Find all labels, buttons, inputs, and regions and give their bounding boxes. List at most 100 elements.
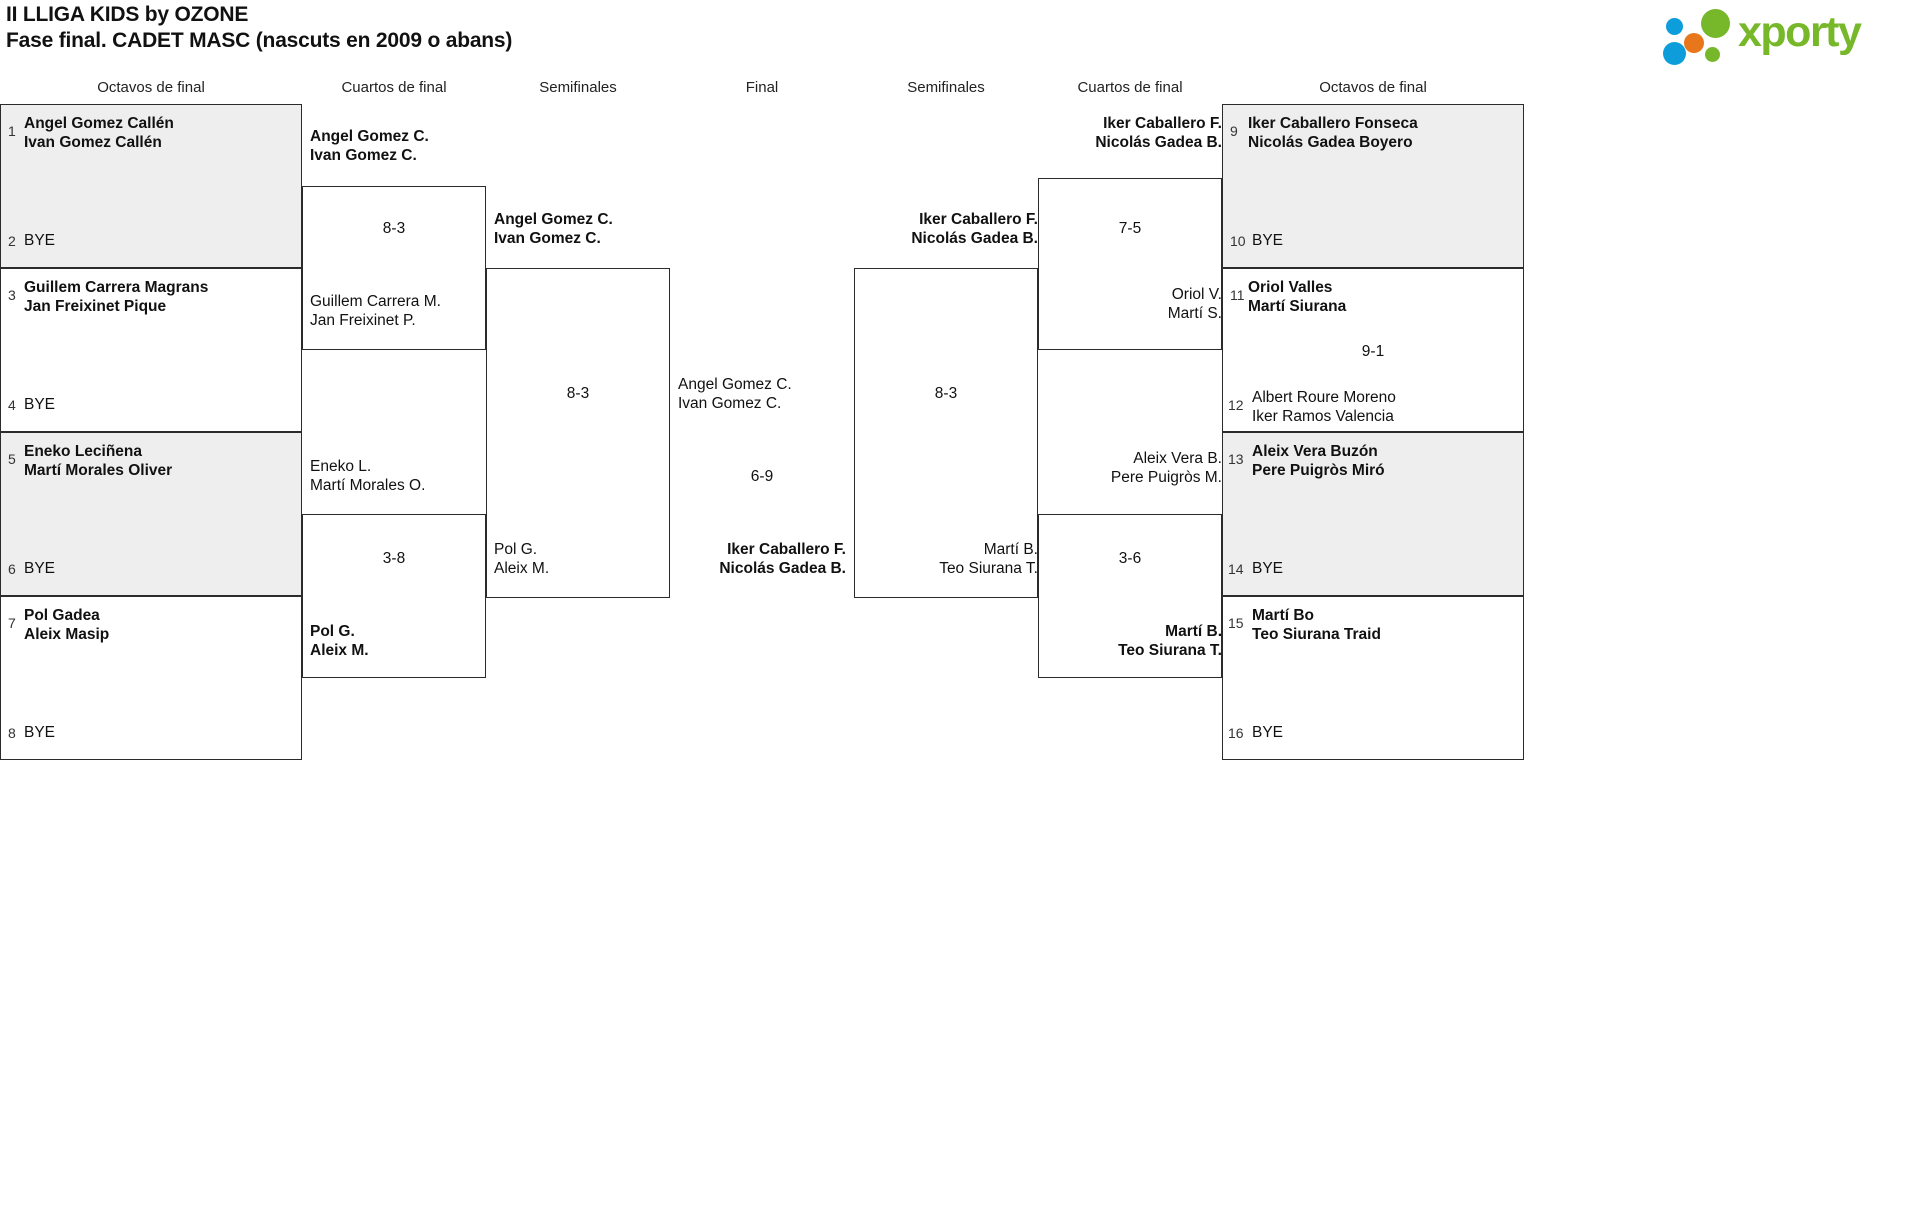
logo-dot-blue-large <box>1663 42 1686 65</box>
player-name: Martí Morales Oliver <box>24 462 173 479</box>
round-heading-left-qf: Cuartos de final <box>341 79 447 96</box>
player-name: Nicolás Gadea B. <box>911 230 1038 247</box>
bye-label: BYE <box>1252 724 1284 741</box>
round-heading-left-sf: Semifinales <box>539 79 617 96</box>
seed-number: 15 <box>1228 615 1244 631</box>
seed-number: 1 <box>8 123 16 139</box>
player-name: Pol Gadea <box>24 607 100 624</box>
player-name: Pere Puigròs M. <box>1110 469 1222 486</box>
qf-cell-right-bottom[interactable] <box>1038 514 1222 678</box>
player-name: Aleix M. <box>310 642 369 659</box>
sf-cell-right[interactable] <box>854 268 1038 598</box>
player-name: Teo Siurana Traid <box>1252 626 1381 643</box>
player-name: Nicolás Gadea B. <box>1095 134 1222 151</box>
r16-box-right-4[interactable] <box>1222 596 1524 760</box>
player-name: Jan Freixinet Pique <box>24 298 167 315</box>
r16-box-left-1[interactable] <box>0 104 302 268</box>
finalist-name: Ivan Gomez C. <box>678 395 782 412</box>
seed-number: 4 <box>8 397 16 413</box>
logo-dot-blue-small <box>1666 18 1683 35</box>
player-name: Iker Caballero Fonseca <box>1248 115 1418 132</box>
player-name: Angel Gomez C. <box>494 211 613 228</box>
champion-name: Nicolás Gadea B. <box>719 560 846 577</box>
r16-box-right-3[interactable] <box>1222 432 1524 596</box>
match-score: 9-1 <box>1361 343 1385 360</box>
seed-number: 11 <box>1230 287 1245 303</box>
player-name: Aleix Vera Buzón <box>1252 443 1378 460</box>
seed-number: 5 <box>8 451 16 467</box>
bye-label: BYE <box>24 396 56 413</box>
player-name: Iker Caballero F. <box>1103 115 1222 132</box>
match-score: 7-5 <box>1118 220 1142 237</box>
logo-wordmark: xporty <box>1738 8 1862 56</box>
match-score: 3-8 <box>382 550 406 567</box>
seed-number: 16 <box>1228 725 1244 741</box>
player-name: Teo Siurana T. <box>939 560 1038 577</box>
page-subtitle: Fase final. CADET MASC (nascuts en 2009 … <box>6 29 513 52</box>
r16-box-left-4[interactable] <box>0 596 302 760</box>
r16-box-left-2[interactable] <box>0 268 302 432</box>
logo-dot-green-large <box>1701 9 1730 38</box>
match-score: 8-3 <box>382 220 406 237</box>
round-heading-left-r16: Octavos de final <box>97 79 205 96</box>
logo-dot-green-small <box>1705 47 1720 62</box>
player-name: Ivan Gomez Callén <box>24 134 162 151</box>
xporty-logo[interactable]: xporty <box>1660 4 1910 65</box>
player-name: Eneko Leciñena <box>24 443 143 460</box>
qf-cell-right-top[interactable] <box>1038 178 1222 350</box>
seed-number: 7 <box>8 615 16 631</box>
player-name: Eneko L. <box>310 458 372 475</box>
round-heading-right-qf: Cuartos de final <box>1077 79 1183 96</box>
seed-number: 10 <box>1230 233 1246 249</box>
player-name: Guillem Carrera Magrans <box>24 279 209 296</box>
player-name: Iker Ramos Valencia <box>1252 408 1394 425</box>
finalist-name: Angel Gomez C. <box>678 376 792 393</box>
player-name: Jan Freixinet P. <box>310 312 416 329</box>
seed-number: 6 <box>8 561 16 577</box>
player-name: Oriol V. <box>1171 286 1222 303</box>
bye-label: BYE <box>1252 560 1284 577</box>
player-name: Martí Bo <box>1252 607 1314 624</box>
logo-dot-orange <box>1684 33 1704 53</box>
match-score: 3-6 <box>1118 550 1142 567</box>
seed-number: 8 <box>8 725 16 741</box>
player-name: Aleix Vera B. <box>1133 450 1222 467</box>
player-name: Martí Morales O. <box>310 477 426 494</box>
player-name: Nicolás Gadea Boyero <box>1248 134 1413 151</box>
qf-cell-left-top[interactable] <box>302 186 486 350</box>
seed-number: 9 <box>1230 123 1238 139</box>
player-name: Ivan Gomez C. <box>310 147 417 164</box>
seed-number: 12 <box>1228 397 1244 413</box>
bye-label: BYE <box>24 724 56 741</box>
player-name: Aleix Masip <box>24 626 110 643</box>
player-name: Oriol Valles <box>1248 279 1333 296</box>
seed-number: 2 <box>8 233 16 249</box>
round-heading-right-r16: Octavos de final <box>1319 79 1427 96</box>
player-name: Pere Puigròs Miró <box>1252 462 1385 479</box>
player-name: Albert Roure Moreno <box>1252 389 1396 406</box>
player-name: Guillem Carrera M. <box>310 293 441 310</box>
r16-box-right-2[interactable] <box>1222 268 1524 432</box>
round-heading-final: Final <box>745 79 779 96</box>
bye-label: BYE <box>24 560 56 577</box>
match-score: 8-3 <box>566 385 590 402</box>
player-name: Angel Gomez Callén <box>24 115 174 132</box>
qf-cell-left-bottom[interactable] <box>302 514 486 678</box>
match-score: 8-3 <box>934 385 958 402</box>
sf-cell-left[interactable] <box>486 268 670 598</box>
player-name: Pol G. <box>494 541 538 558</box>
player-name: Iker Caballero F. <box>919 211 1038 228</box>
tournament-title-block: II LLIGA KIDS by OZONE Fase final. CADET… <box>6 2 512 54</box>
final-score: 6-9 <box>750 468 774 485</box>
seed-number: 14 <box>1228 561 1244 577</box>
r16-box-left-3[interactable] <box>0 432 302 596</box>
round-heading-right-sf: Semifinales <box>907 79 985 96</box>
player-name: Aleix M. <box>494 560 550 577</box>
player-name: Pol G. <box>310 623 355 640</box>
player-name: Martí B. <box>1165 623 1222 640</box>
player-name: Martí B. <box>983 541 1038 558</box>
seed-number: 13 <box>1228 451 1244 467</box>
r16-box-right-1[interactable] <box>1222 104 1524 268</box>
bye-label: BYE <box>24 232 56 249</box>
